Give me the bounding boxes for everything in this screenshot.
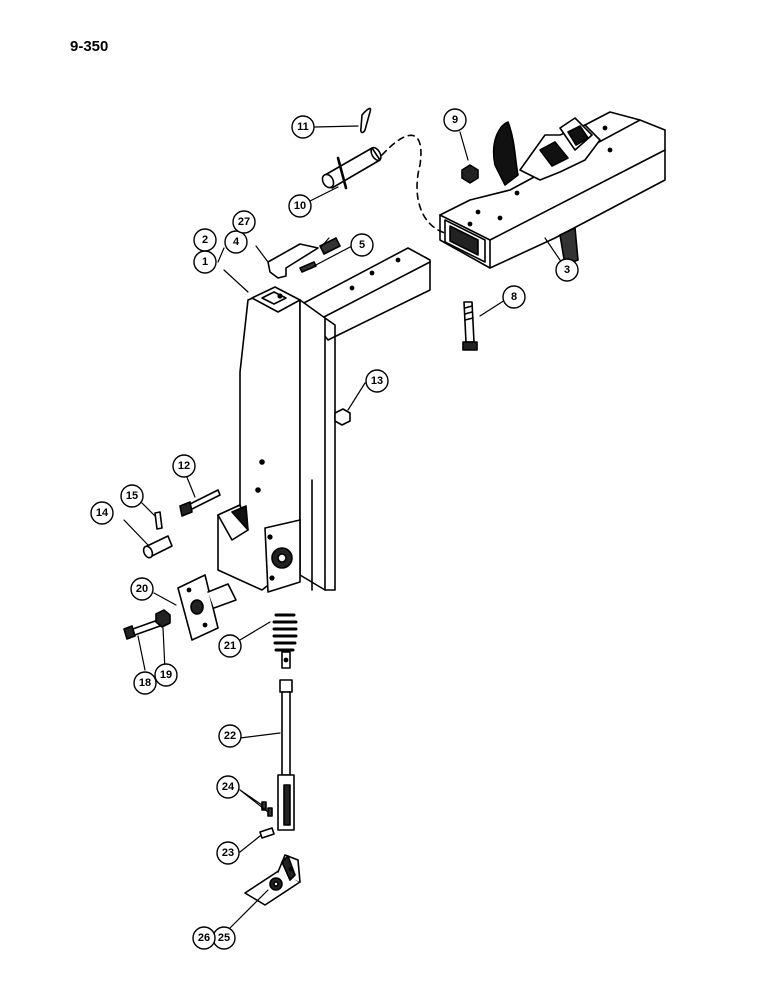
callout-25: 25: [218, 932, 230, 944]
callout-labels: 11 10 9 3 8 2 1 4 27 5 13 12 15 14 20 18…: [96, 114, 570, 944]
callout-11: 11: [297, 121, 309, 133]
callout-9: 9: [452, 114, 458, 126]
callout-2: 2: [202, 234, 208, 246]
part-11-cotter-pin: [360, 107, 372, 134]
part-27-pin: [319, 237, 341, 255]
callout-10: 10: [294, 200, 306, 212]
part-13-nut: [334, 408, 351, 426]
callout-4: 4: [233, 236, 240, 248]
callout-24: 24: [222, 781, 235, 793]
part-4-bracket: [267, 243, 319, 279]
part-12-bolt: [179, 489, 221, 517]
part-25-bracket: [244, 854, 301, 906]
page-number: 9-350: [70, 38, 109, 55]
dashed-leader: [381, 134, 446, 234]
callout-18: 18: [139, 677, 151, 689]
callout-8: 8: [511, 291, 517, 303]
callout-circles: [90, 108, 579, 950]
part-9-nut: [461, 164, 479, 184]
callout-15: 15: [126, 490, 138, 502]
part-23-pin: [259, 827, 275, 839]
callout-26: 26: [198, 932, 210, 944]
part-19-nut: [155, 609, 171, 628]
part-3-tube: [439, 111, 666, 269]
part-1-frame: [217, 247, 431, 593]
callout-5: 5: [359, 239, 365, 251]
callout-27: 27: [238, 216, 250, 228]
part-22-rod: [277, 651, 295, 831]
part-8-bolt: [462, 301, 478, 351]
part-14-pin: [142, 535, 173, 559]
callout-21: 21: [224, 640, 236, 652]
callout-3: 3: [564, 264, 570, 276]
callout-19: 19: [160, 669, 172, 681]
callout-1: 1: [202, 256, 208, 268]
callout-23: 23: [222, 847, 234, 859]
callout-13: 13: [371, 375, 383, 387]
part-15-pin: [154, 511, 163, 530]
part-5-pin: [299, 261, 317, 273]
callout-12: 12: [178, 460, 190, 472]
part-21-spring: [272, 613, 298, 652]
callout-20: 20: [136, 583, 148, 595]
part-20-flange: [177, 574, 237, 641]
callout-22: 22: [224, 730, 236, 742]
part-10-clevis-pin: [321, 146, 382, 190]
part-18-bolt: [123, 619, 161, 640]
callout-14: 14: [96, 507, 109, 519]
